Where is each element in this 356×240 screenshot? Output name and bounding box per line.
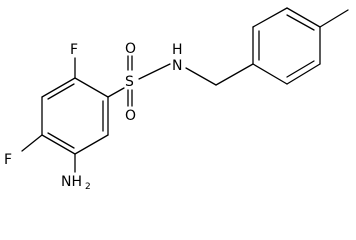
bond-n-ch2 (185, 67, 217, 86)
structure-diagram: F F NH 2 S O O N H (4, 7, 349, 192)
ring1-bond-de (74, 134, 109, 155)
atom-o-top: O (125, 41, 136, 57)
atom-f-top: F (70, 42, 78, 58)
atom-f-left: F (4, 152, 12, 168)
bond-s-n (138, 63, 171, 80)
bond-c-s (107, 87, 125, 98)
ring1-double-ab (47, 83, 75, 100)
atom-nh2-subscript: 2 (85, 182, 91, 192)
bond-methyl (319, 9, 349, 28)
difluoro-aminophenyl-ring (41, 77, 109, 155)
bond-c-f-left (21, 134, 43, 152)
atom-nh2: NH (61, 174, 82, 190)
atom-o-bottom: O (125, 108, 136, 124)
ring1-bond-ab (41, 77, 76, 98)
ring2-double-tu (286, 60, 315, 78)
ring2-bond-rs (286, 7, 321, 28)
atom-n-hydrogen: H (172, 42, 183, 58)
ring2-bond-up (252, 63, 288, 85)
ring1-bond-cd (41, 134, 76, 155)
methylphenyl-ring (252, 7, 321, 85)
ring1-double-cd (47, 132, 75, 149)
bond-ch2-ring (215, 63, 254, 86)
atom-s: S (125, 74, 134, 90)
ring2-bond-tu (286, 63, 321, 85)
atom-n: N (172, 58, 182, 74)
ring2-bond-qr (252, 7, 288, 28)
ring1-bond-fa (74, 77, 109, 98)
ring2-double-rs (286, 14, 315, 31)
